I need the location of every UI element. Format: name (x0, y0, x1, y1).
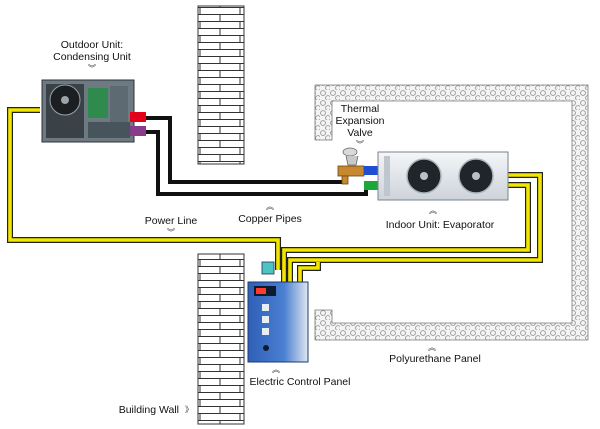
power-line (7, 107, 543, 282)
building-wall-label: Building Wall (118, 404, 179, 416)
polyurethane-panel-label: Polyurethane Panel (389, 353, 481, 365)
control-panel-marker: ︽ (272, 365, 280, 374)
expansion-label: Expansion (335, 115, 385, 127)
valve-marker: ︾ (356, 140, 364, 149)
outdoor-condensing-unit (41, 79, 146, 143)
indoor-unit-label: Indoor Unit: Evaporator (385, 219, 495, 231)
copper-pipes-marker: ︽ (266, 202, 274, 211)
indoor-unit-marker: ︽ (429, 206, 437, 215)
outdoor-unit-marker: ︾ (88, 64, 96, 73)
polyurethane-marker: ︽ (428, 343, 436, 352)
building-wall-marker: 》 (185, 405, 193, 414)
building-wall (197, 5, 245, 425)
electric-control-panel (247, 261, 309, 363)
polyurethane-panel (314, 84, 589, 341)
indoor-evaporator-unit (377, 151, 509, 201)
power-line-marker: ︾ (167, 228, 175, 237)
power-line-label: Power Line (144, 215, 198, 227)
valve-label: Valve (347, 127, 373, 139)
thermal-label: Thermal (340, 103, 380, 115)
electric-control-panel-label: Electric Control Panel (249, 376, 351, 388)
copper-pipes-label: Copper Pipes (238, 213, 302, 225)
thermal-expansion-valve (337, 147, 378, 190)
outdoor-unit-label: Outdoor Unit: (60, 39, 124, 51)
condensing-unit-label: Condensing Unit (53, 51, 131, 63)
